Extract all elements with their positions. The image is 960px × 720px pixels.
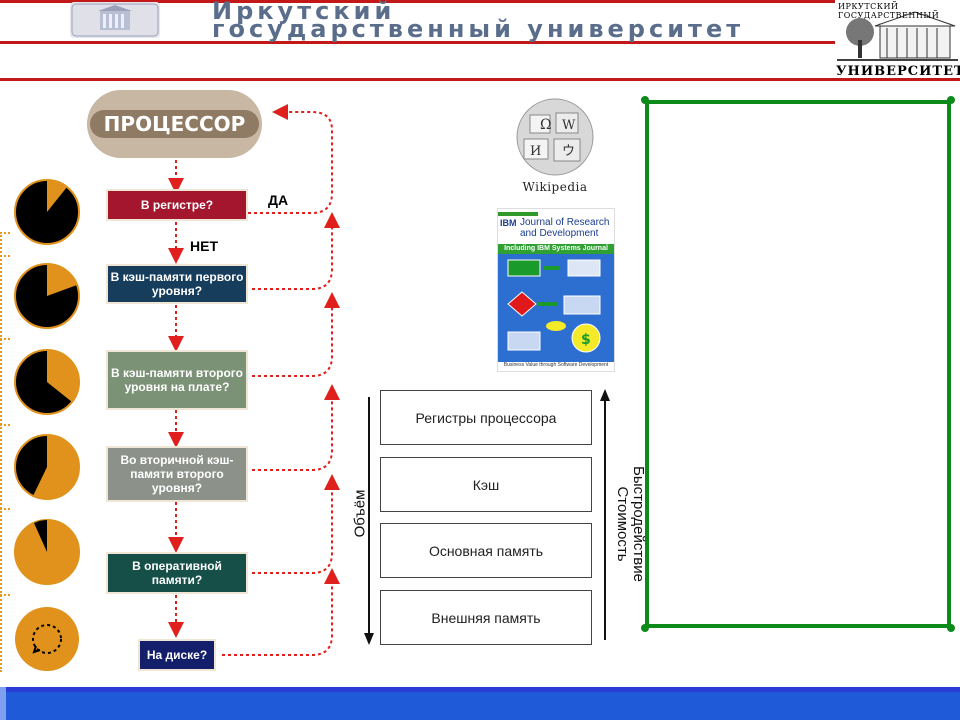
ibm-journal-title-line2: and Development <box>520 228 599 239</box>
clock-icon <box>15 607 79 671</box>
ibm-journal-cover: IBM Journal of Research and Development … <box>497 208 615 372</box>
ibm-banner: Including IBM Systems Journal <box>498 244 614 254</box>
svg-text:Ω: Ω <box>540 117 552 133</box>
hierarchy-level-label: Регистры процессора <box>415 409 557 426</box>
footer-bar <box>0 692 960 720</box>
flow-step-label: В кэш-памяти первого уровня? <box>110 270 244 298</box>
flow-arrows <box>168 104 340 656</box>
orange-dotted-mark <box>0 508 10 510</box>
processor-label: ПРОЦЕССОР <box>89 110 260 138</box>
ibm-brand: IBM <box>500 218 517 228</box>
ibm-footer-text: Business Value through Software Developm… <box>503 362 609 368</box>
university-title-line1: Иркутский <box>212 0 396 25</box>
university-seal-logo <box>70 2 160 38</box>
emblem-caption-bottom: УНИВЕРСИТЕТ <box>836 64 960 79</box>
clock-icon <box>14 179 80 245</box>
clock-icon <box>14 519 80 585</box>
empty-green-frame <box>645 100 951 628</box>
flow-step-disk: На диске? <box>138 639 216 671</box>
no-label: НЕТ <box>190 238 218 254</box>
processor-node: ПРОЦЕССОР <box>87 90 262 158</box>
hierarchy-level-label: Внешняя память <box>431 609 541 626</box>
header-bar: Иркутский государственный университет ИР… <box>0 0 960 85</box>
flow-step-label: На диске? <box>146 648 208 662</box>
ibm-journal-title: Journal of Research and Development <box>520 217 610 239</box>
flow-step-label: В регистре? <box>140 198 214 212</box>
wikipedia-wordmark: Wikipedia <box>522 180 588 194</box>
hierarchy-axes <box>364 389 610 645</box>
orange-dotted-mark <box>0 338 10 340</box>
hierarchy-level-label: Кэш <box>472 476 500 493</box>
flow-step-label: В кэш-памяти второго уровня на плате? <box>111 366 243 394</box>
university-title-line2: государственный университет <box>212 15 745 43</box>
footer-top-bar <box>0 687 960 692</box>
orange-dotted-mark <box>0 232 10 234</box>
footer-corner <box>0 687 6 720</box>
ibm-cover-flowchart: $ <box>498 254 614 362</box>
header-divider <box>0 78 960 81</box>
ibm-journal-title-line1: Journal of Research <box>520 217 610 228</box>
svg-text:$: $ <box>581 332 591 348</box>
svg-text:И: И <box>530 144 541 159</box>
flow-step-l2-cache-board: В кэш-памяти второго уровня на плате? <box>106 350 248 410</box>
orange-dotted-mark <box>0 255 10 257</box>
frame-corner-dot <box>947 96 955 104</box>
hierarchy-level-main-memory: Основная память <box>380 523 592 578</box>
header-top-rule <box>0 0 835 3</box>
yes-label: ДА <box>268 192 289 208</box>
wikipedia-globe-logo: Ω W И ウ <box>516 98 594 176</box>
svg-text:W: W <box>562 118 576 133</box>
flow-step-l1-cache: В кэш-памяти первого уровня? <box>106 264 248 304</box>
flow-step-label: Во вторичной кэш-памяти второго уровня? <box>120 453 234 495</box>
university-emblem <box>835 0 960 80</box>
header-bottom-rule <box>0 41 835 44</box>
hierarchy-level-cache: Кэш <box>380 457 592 512</box>
frame-corner-dot <box>641 624 649 632</box>
frame-corner-dot <box>641 96 649 104</box>
university-title: Иркутский государственный университет <box>212 0 745 43</box>
speed-axis-label: Быстродействие <box>630 466 647 582</box>
svg-text:ウ: ウ <box>562 144 575 159</box>
flow-step-secondary-cache: Во вторичной кэш-памяти второго уровня? <box>106 446 248 502</box>
orange-dotted-mark <box>0 594 10 596</box>
cost-axis-label: Стоимость <box>614 486 631 562</box>
clock-icon <box>14 434 80 500</box>
orange-dotted-rail <box>0 232 2 672</box>
frame-corner-dot <box>947 624 955 632</box>
volume-axis-label: Объём <box>351 489 369 538</box>
clock-icon <box>14 263 80 329</box>
cover-strip <box>498 212 538 216</box>
hierarchy-level-registers: Регистры процессора <box>380 390 592 445</box>
time-clocks <box>14 179 80 671</box>
flow-step-ram: В оперативной памяти? <box>106 552 248 594</box>
orange-dotted-mark <box>0 424 10 426</box>
clock-icon <box>14 349 80 415</box>
flow-step-register: В регистре? <box>106 189 248 221</box>
speed-cost-axis-label: Быстродействие Стоимость <box>614 454 647 594</box>
emblem-caption-top: ИРКУТСКИЙ ГОСУДАРСТВЕННЫЙ <box>838 2 940 20</box>
hierarchy-level-label: Основная память <box>428 542 544 559</box>
hierarchy-level-external-memory: Внешняя память <box>380 590 592 645</box>
flow-step-label: В оперативной памяти? <box>132 559 222 587</box>
